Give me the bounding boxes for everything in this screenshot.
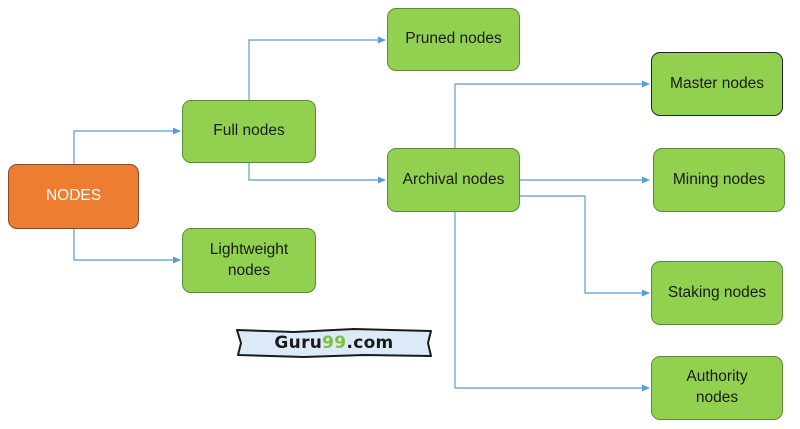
watermark-suffix: .com: [346, 333, 394, 353]
node-archival-label: Archival nodes: [402, 170, 505, 188]
edge-nodes-to-full: [73, 127, 181, 164]
node-authority: Authority nodes: [651, 356, 783, 420]
guru99-watermark: Guru99.com: [234, 326, 434, 360]
watermark-prefix: Guru: [274, 333, 323, 353]
node-nodes: NODES: [8, 164, 139, 229]
node-master-label: Master nodes: [670, 74, 764, 92]
watermark-banner-shape: [236, 328, 432, 358]
edge-archival-to-staking: [520, 195, 650, 297]
node-mining: Mining nodes: [653, 148, 785, 212]
node-master: Master nodes: [651, 52, 783, 116]
node-pruned-label: Pruned nodes: [405, 30, 502, 48]
node-staking: Staking nodes: [651, 261, 783, 325]
node-authority-line2: nodes: [695, 389, 739, 406]
edge-full-to-pruned: [248, 36, 386, 100]
node-staking-label: Staking nodes: [667, 283, 767, 301]
node-lightweight: Lightweight nodes: [182, 228, 316, 293]
node-lightweight-line2: nodes: [227, 261, 271, 279]
node-nodes-label: NODES: [45, 187, 102, 205]
node-lightweight-label: Lightweight nodes: [210, 240, 288, 282]
edge-archival-to-authority: [454, 212, 650, 392]
edge-nodes-to-lightweight: [73, 229, 181, 264]
node-mining-label: Mining nodes: [672, 170, 766, 188]
node-full: Full nodes: [182, 100, 316, 163]
node-authority-label: Authority nodes: [686, 367, 747, 409]
edge-archival-to-master: [454, 80, 650, 148]
watermark-number: 99: [322, 333, 347, 353]
watermark-text: Guru99.com: [274, 333, 393, 353]
node-archival: Archival nodes: [387, 148, 520, 212]
node-pruned: Pruned nodes: [387, 8, 520, 71]
node-full-label: Full nodes: [213, 122, 285, 140]
node-authority-line1: Authority: [686, 368, 748, 386]
node-lightweight-line1: Lightweight: [209, 240, 289, 258]
edge-full-to-archival: [248, 163, 386, 184]
